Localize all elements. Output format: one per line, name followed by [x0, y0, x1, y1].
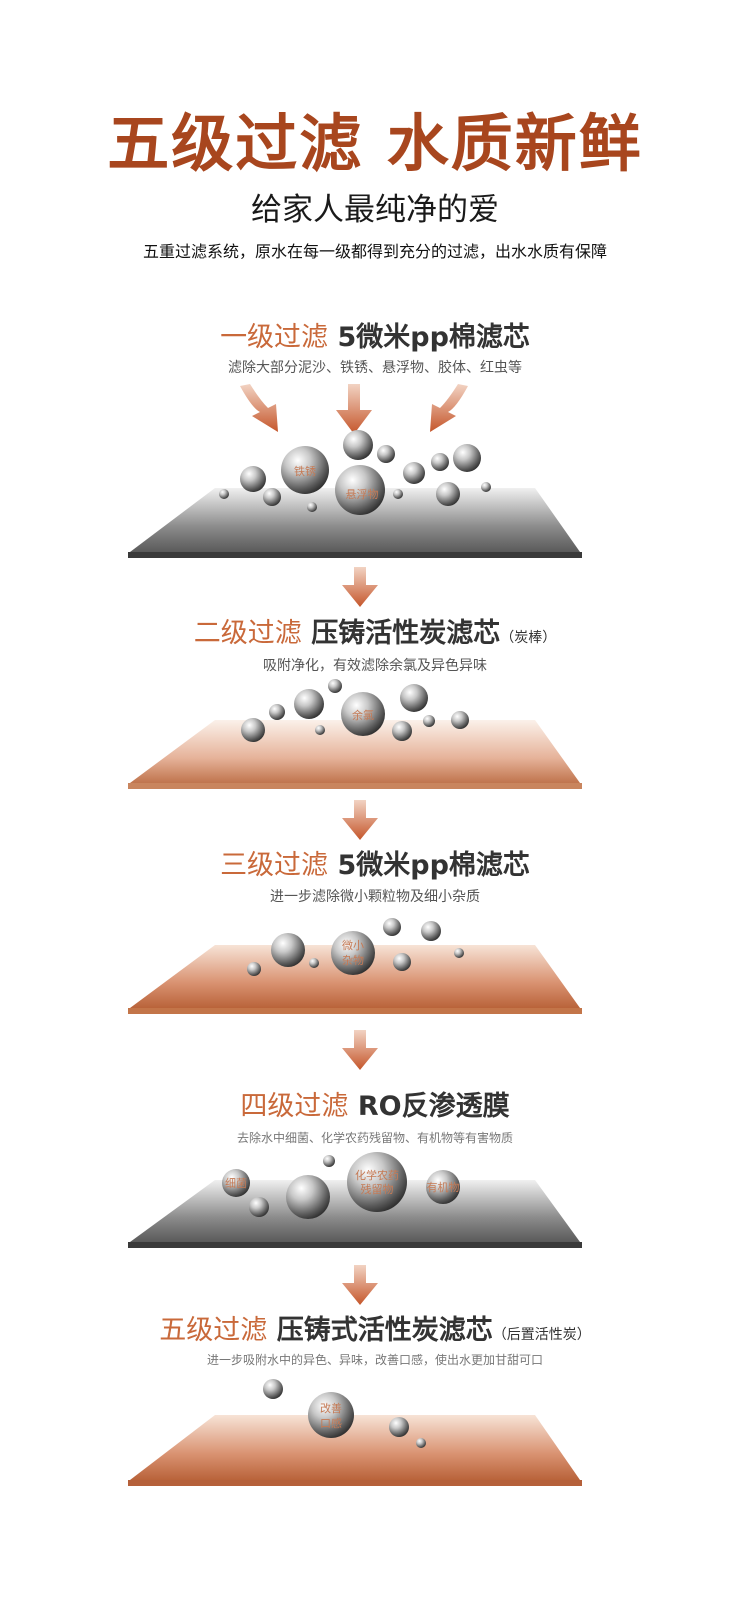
stage-3-description: 进一步滤除微小颗粒物及细小杂质 [270, 889, 480, 905]
stage-1-heading: 一级过滤 5微米pp棉滤芯 [0, 320, 750, 356]
stage-2-filter-plate: 余氯 [128, 679, 582, 789]
stage-3-filter-plate: 微小 杂物 [128, 918, 582, 1014]
stage-5-heading: 五级过滤 压铸式活性炭滤芯（后置活性炭） [0, 1313, 750, 1353]
stage-5-description: 进一步吸附水中的异色、异味，改善口感，使出水更加甘甜可口 [206, 1353, 543, 1367]
stage-3-down-arrow-icon [342, 1030, 378, 1070]
stage-2-down-arrow-icon [342, 800, 378, 840]
stage-1-bubble-label-2: 悬浮物 [346, 487, 379, 501]
stage-3-level: 三级过滤 [220, 850, 329, 881]
stage-4-bubble-label-3: 残留物 [361, 1182, 394, 1196]
stage-1-name: 5微米pp棉滤芯 [337, 322, 530, 353]
stage-5-filter-plate: 改善 口感 [128, 1379, 582, 1486]
stage-2-bubble-label-1: 余氯 [352, 708, 374, 722]
stage-4-bubble-label-4: 有机物 [427, 1180, 460, 1194]
stage-4-level: 四级过滤 [240, 1091, 349, 1122]
stage-4-bubble-label-2: 化学农药 [355, 1168, 399, 1182]
stage-2-heading: 二级过滤 压铸活性炭滤芯（炭棒） [0, 616, 750, 656]
stage-1-inflow-arrows-icon [240, 384, 468, 434]
stage-1-description: 滤除大部分泥沙、铁锈、悬浮物、胶体、红虫等 [228, 360, 522, 376]
stage-1-down-arrow-icon [342, 567, 378, 607]
stage-5-note: （后置活性炭） [492, 1327, 591, 1343]
stage-1-bubble-label-1: 铁锈 [294, 465, 316, 478]
stage-5-bubble-label-1: 改善 [320, 1401, 342, 1415]
stage-4-filter-plate: 细菌 化学农药 残留物 有机物 [128, 1152, 582, 1248]
stage-3-bubble-label-2: 杂物 [342, 953, 364, 967]
stage-3-heading: 三级过滤 5微米pp棉滤芯 [0, 848, 750, 884]
stage-4-bubble-label-1: 细菌 [225, 1177, 247, 1190]
stage-2-name: 压铸活性炭滤芯 [311, 618, 501, 649]
stage-2-description: 吸附净化，有效滤除余氯及异色异味 [263, 658, 487, 674]
hero-description: 五重过滤系统，原水在每一级都得到充分的过滤，出水水质有保障 [142, 242, 607, 261]
stage-4-name: RO反渗透膜 [357, 1091, 510, 1122]
stage-3-bubble-label-1: 微小 [342, 938, 364, 952]
stage-2-note: （炭棒） [500, 630, 557, 646]
stage-1-filter-plate: 铁锈 悬浮物 [128, 430, 582, 558]
stage-4-description: 去除水中细菌、化学农药残留物、有机物等有害物质 [236, 1131, 513, 1145]
hero-title: 五级过滤 水质新鲜 [107, 107, 643, 180]
stage-4-heading: 四级过滤 RO反渗透膜 [0, 1089, 750, 1125]
stage-2-level: 二级过滤 [193, 618, 302, 649]
stage-4-down-arrow-icon [342, 1265, 378, 1305]
stage-3-name: 5微米pp棉滤芯 [337, 850, 530, 881]
hero-subtitle: 给家人最纯净的爱 [251, 192, 499, 228]
stage-5-bubble-label-2: 口感 [320, 1417, 342, 1430]
stage-1-level: 一级过滤 [220, 322, 329, 353]
stage-5-level: 五级过滤 [159, 1315, 268, 1346]
stage-5-name: 压铸式活性炭滤芯 [276, 1315, 493, 1346]
